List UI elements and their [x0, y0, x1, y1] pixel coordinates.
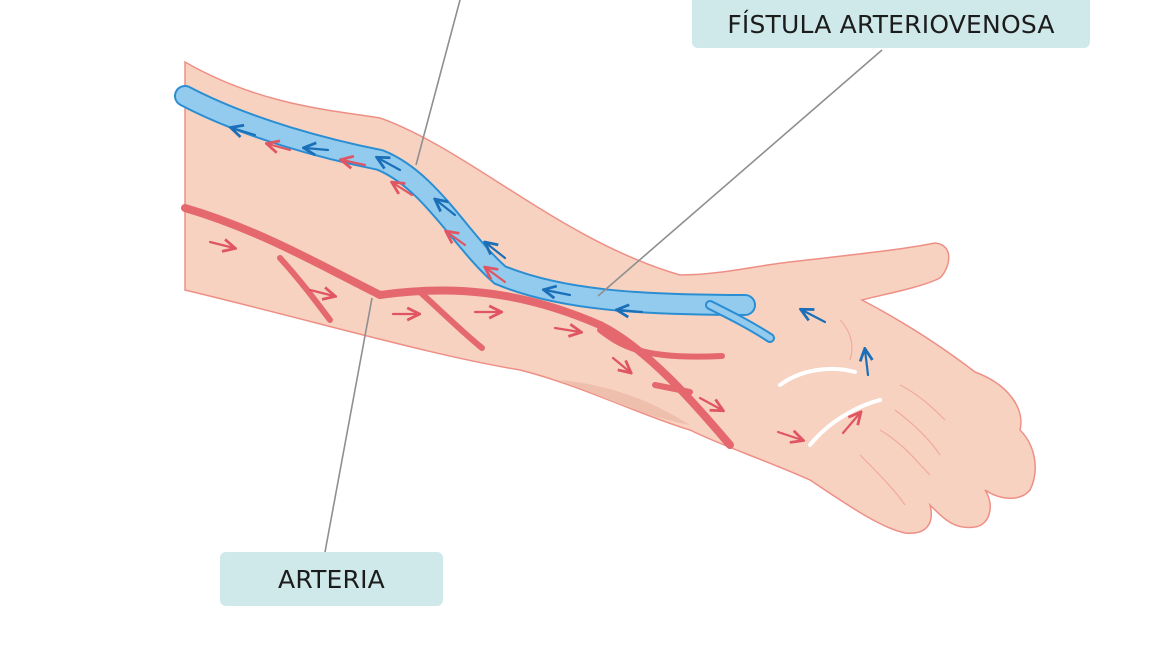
vein-flow-arrows	[232, 128, 868, 377]
arrow-icon	[308, 290, 334, 296]
arrow-icon	[698, 396, 722, 410]
arrow-icon	[841, 413, 860, 435]
arrow-icon	[865, 350, 868, 377]
arrow-icon	[486, 243, 507, 260]
arrow-icon	[545, 290, 572, 295]
arrow-icon	[208, 242, 234, 248]
leader-line-top	[415, 0, 461, 166]
artery-branch-4	[652, 382, 693, 395]
vein-branch-fill	[707, 302, 773, 341]
arrow-icon	[436, 200, 457, 217]
arrow-icon	[618, 310, 644, 312]
finger-crease-2	[894, 409, 941, 456]
arrow-icon	[553, 328, 580, 332]
arrow-icon	[342, 160, 367, 165]
arrow-icon	[232, 128, 257, 135]
arrow-icon	[802, 310, 827, 324]
artery-flow-arrows	[208, 242, 860, 440]
finger-crease-4	[859, 454, 906, 506]
arrow-icon	[268, 144, 292, 150]
palm-crease	[808, 398, 882, 447]
arrow-icon	[447, 232, 467, 247]
label-fistula-arteriovenosa: FÍSTULA ARTERIOVENOSA	[692, 0, 1090, 48]
vein-main-fill	[176, 87, 754, 314]
leader-line-fistula	[597, 49, 883, 297]
arrow-icon	[305, 148, 330, 150]
artery-branch-3	[597, 327, 725, 360]
arrow-icon	[486, 268, 507, 284]
artery	[181, 204, 734, 449]
vein	[174, 85, 775, 343]
leader-line-arteria	[324, 297, 373, 553]
artery-main	[181, 204, 734, 449]
arrow-icon	[776, 432, 802, 440]
label-arteria: ARTERIA	[220, 552, 443, 606]
finger-crease-3	[879, 429, 931, 476]
thenar-crease	[778, 366, 857, 387]
artery-branch-2	[417, 289, 485, 351]
arrow-icon	[378, 158, 402, 172]
arrow-icon	[611, 356, 630, 372]
artery-branch-1	[277, 255, 333, 323]
finger-crease-1	[899, 384, 946, 421]
thumb-crease	[839, 319, 853, 361]
arrow-icon	[393, 183, 414, 197]
wrist-shadow	[560, 380, 690, 425]
